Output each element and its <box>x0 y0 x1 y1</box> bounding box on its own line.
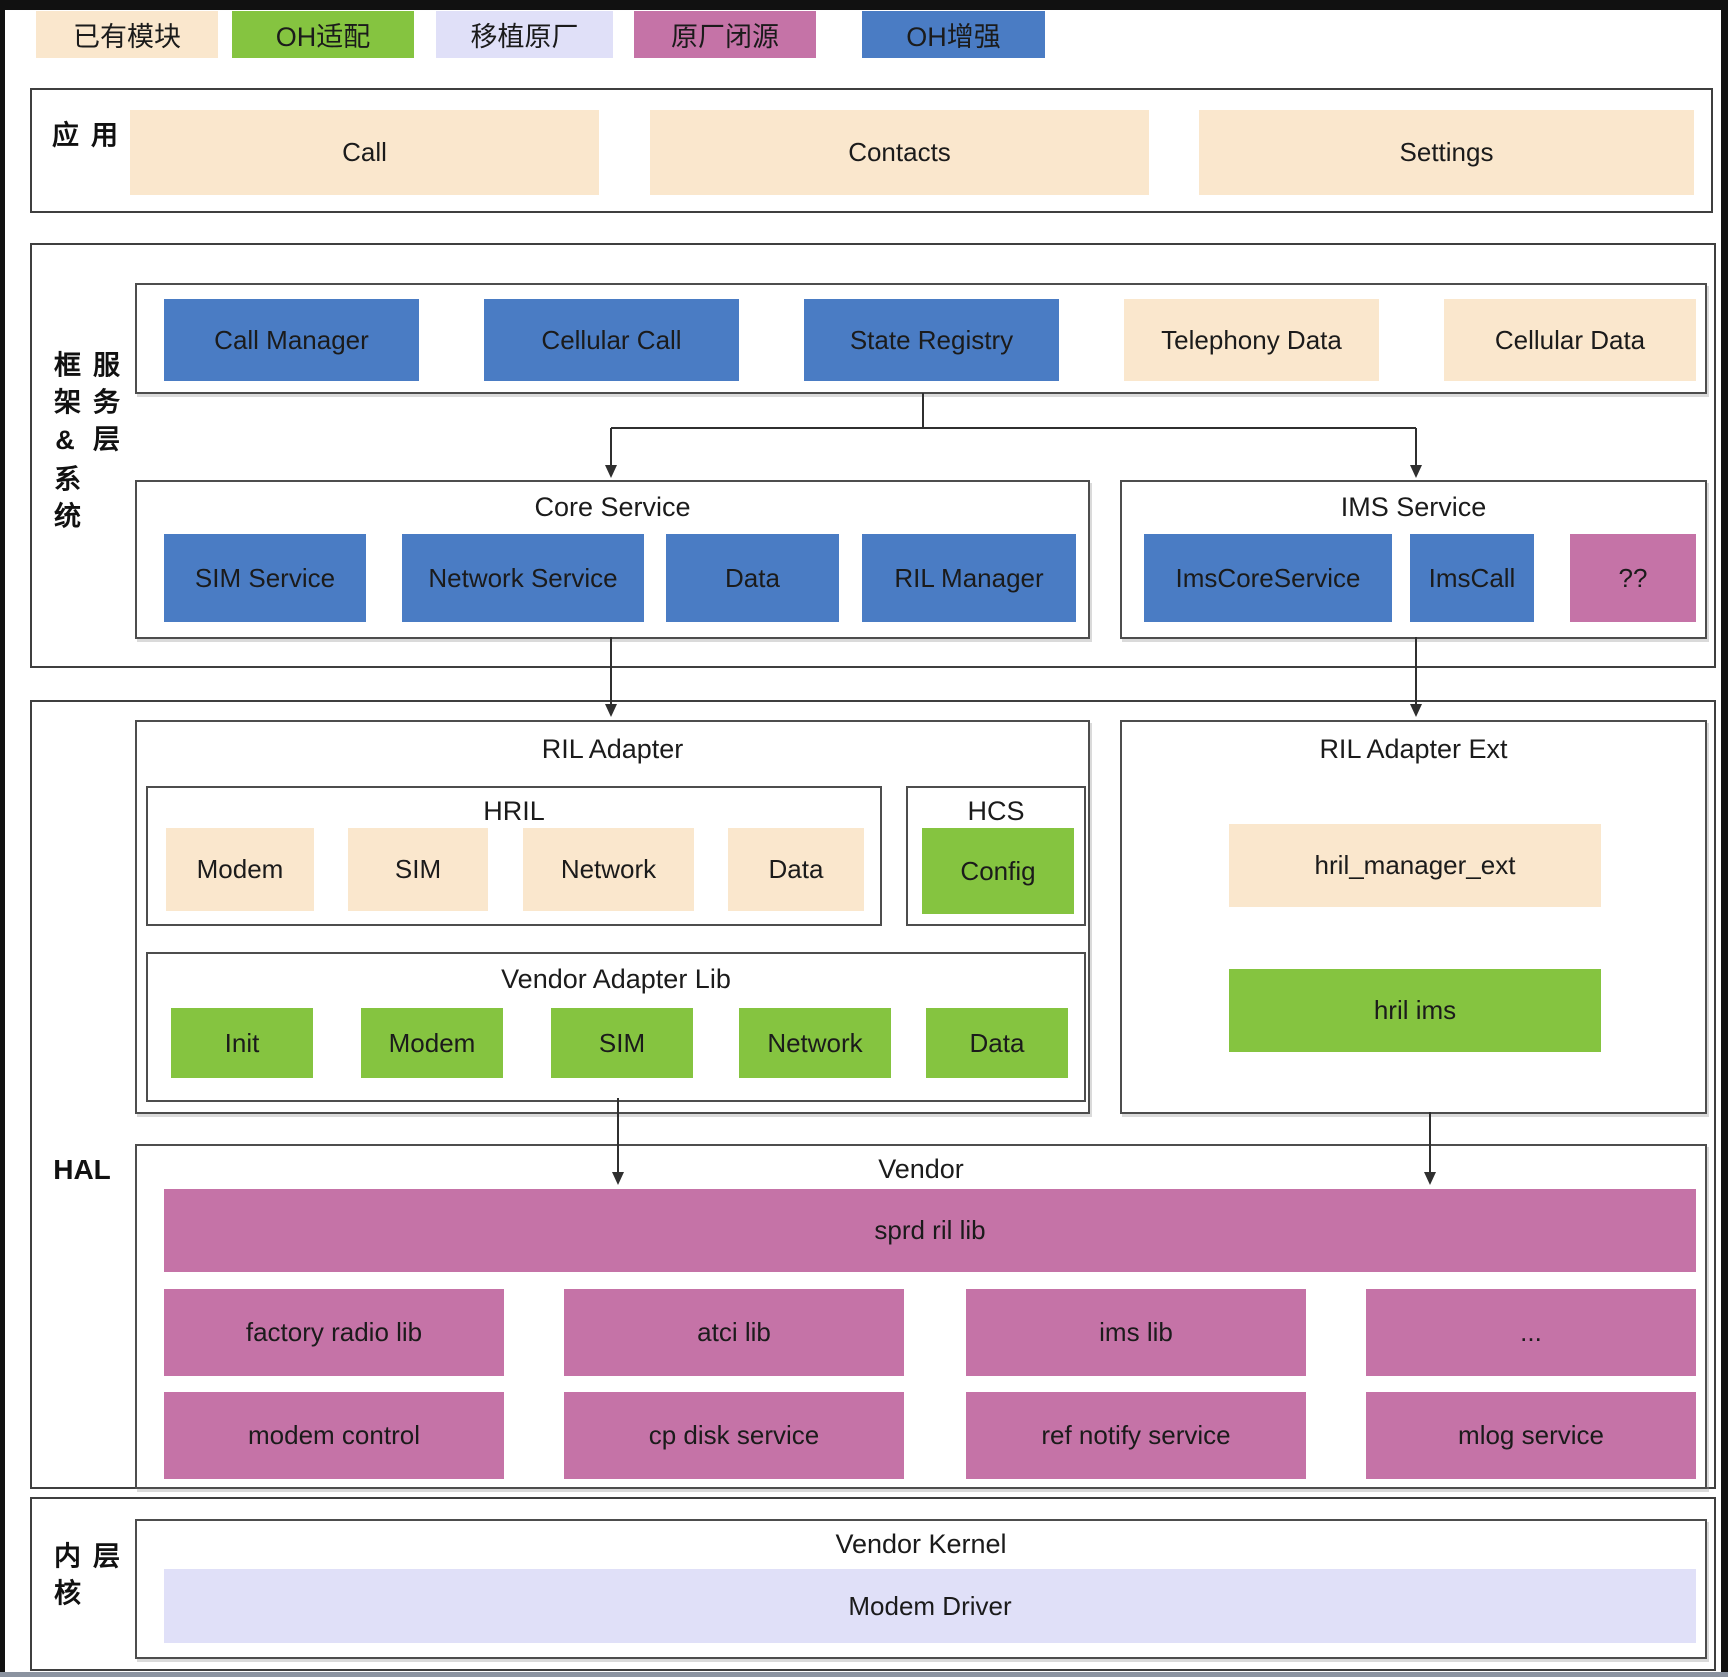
hril-box-data: Data <box>728 828 864 911</box>
val-box-network: Network <box>739 1008 891 1078</box>
vendor-kernel-title: Vendor Kernel <box>835 1529 1007 1559</box>
fw-box-cellular-call: Cellular Call <box>484 299 739 381</box>
val-box-sim: SIM <box>551 1008 693 1078</box>
legend-label: OH适配 <box>275 22 371 52</box>
framework-top-row-box: Call Manager Cellular Call State Registr… <box>135 283 1707 394</box>
core-service-box: Core Service SIM Service Network Service… <box>135 480 1090 639</box>
legend-label: 原厂闭源 <box>671 22 779 52</box>
ril-adapter-ext-box: RIL Adapter Ext hril_manager_ext hril im… <box>1120 720 1707 1114</box>
fw-box-state-registry: State Registry <box>804 299 1059 381</box>
vendor-kernel-box: Vendor Kernel Modem Driver <box>135 1519 1707 1659</box>
ext-box-hril-ims: hril ims <box>1229 969 1601 1052</box>
app-box-call: Call <box>130 110 599 195</box>
vendor-box-atci-lib: atci lib <box>564 1289 904 1376</box>
frame-right <box>1721 0 1728 1677</box>
core-box-data: Data <box>666 534 839 622</box>
legend-item-existing: 已有模块 <box>36 11 218 58</box>
vendor-box-modem-control: modem control <box>164 1392 504 1479</box>
frame-top <box>0 0 1728 10</box>
core-box-network-service: Network Service <box>402 534 644 622</box>
frame-bottom <box>0 1672 1728 1677</box>
legend-item-ported-vendor: 移植原厂 <box>436 11 613 58</box>
kernel-box-modem-driver: Modem Driver <box>164 1569 1696 1643</box>
hal-layer-label: HAL <box>53 1154 111 1185</box>
ims-service-box: IMS Service ImsCoreService ImsCall ?? <box>1120 480 1707 639</box>
core-box-sim-service: SIM Service <box>164 534 366 622</box>
vendor-box-mlog-service: mlog service <box>1366 1392 1696 1479</box>
legend-item-oh-adapted: OH适配 <box>232 11 414 58</box>
val-box-data: Data <box>926 1008 1068 1078</box>
ril-adapter-ext-title: RIL Adapter Ext <box>1319 734 1508 764</box>
framework-layer: 框架&系统服务层 Call Manager Cellular Call Stat… <box>30 243 1716 668</box>
hal-layer: HAL RIL Adapter HRIL Modem SIM Network D… <box>30 700 1716 1489</box>
ims-service-title: IMS Service <box>1340 492 1487 522</box>
ril-adapter-box: RIL Adapter HRIL Modem SIM Network Data … <box>135 720 1090 1114</box>
hril-box: HRIL Modem SIM Network Data <box>146 786 882 926</box>
vendor-adapter-lib-box: Vendor Adapter Lib Init Modem SIM Networ… <box>146 952 1086 1102</box>
vendor-adapter-lib-title: Vendor Adapter Lib <box>501 964 731 994</box>
ril-adapter-title: RIL Adapter <box>541 734 684 764</box>
legend-label: 已有模块 <box>73 22 181 52</box>
ims-box-imscall: ImsCall <box>1410 534 1534 622</box>
app-box-contacts: Contacts <box>650 110 1149 195</box>
val-box-init: Init <box>171 1008 313 1078</box>
ims-box-unknown: ?? <box>1570 534 1696 622</box>
core-service-title: Core Service <box>534 492 691 522</box>
vendor-box-ref-notify-service: ref notify service <box>966 1392 1306 1479</box>
legend-item-vendor-closed: 原厂闭源 <box>634 11 816 58</box>
fw-box-telephony-data: Telephony Data <box>1124 299 1379 381</box>
legend-label: 移植原厂 <box>470 22 579 52</box>
application-layer: 应用层 Call Contacts Settings <box>30 88 1713 213</box>
hcs-box-config: Config <box>922 828 1074 914</box>
core-box-ril-manager: RIL Manager <box>862 534 1076 622</box>
kernel-layer-label: 内核层 <box>50 1541 119 1616</box>
vendor-box: Vendor sprd ril lib factory radio lib at… <box>135 1144 1707 1489</box>
hcs-box: HCS Config <box>906 786 1086 926</box>
legend-label: OH增强 <box>906 22 1001 52</box>
vendor-box-cp-disk-service: cp disk service <box>564 1392 904 1479</box>
hril-box-sim: SIM <box>348 828 488 911</box>
fw-box-call-manager: Call Manager <box>164 299 419 381</box>
frame-left <box>0 0 5 1677</box>
val-box-modem: Modem <box>361 1008 503 1078</box>
vendor-box-ellipsis: ... <box>1366 1289 1696 1376</box>
vendor-box-ims-lib: ims lib <box>966 1289 1306 1376</box>
vendor-title: Vendor <box>878 1154 964 1184</box>
ext-box-hril-manager-ext: hril_manager_ext <box>1229 824 1601 907</box>
hcs-title: HCS <box>967 796 1025 826</box>
kernel-layer: 内核层 Vendor Kernel Modem Driver <box>30 1497 1716 1671</box>
framework-layer-label: 框架&系统服务层 <box>50 350 119 539</box>
legend-item-oh-enhanced: OH增强 <box>862 11 1045 58</box>
hril-box-modem: Modem <box>166 828 314 911</box>
ims-box-imscoreservice: ImsCoreService <box>1144 534 1392 622</box>
vendor-box-factory-radio-lib: factory radio lib <box>164 1289 504 1376</box>
fw-box-cellular-data: Cellular Data <box>1444 299 1696 381</box>
hril-title: HRIL <box>483 796 545 826</box>
hril-box-network: Network <box>523 828 694 911</box>
vendor-box-sprd-ril-lib: sprd ril lib <box>164 1189 1696 1272</box>
app-box-settings: Settings <box>1199 110 1694 195</box>
